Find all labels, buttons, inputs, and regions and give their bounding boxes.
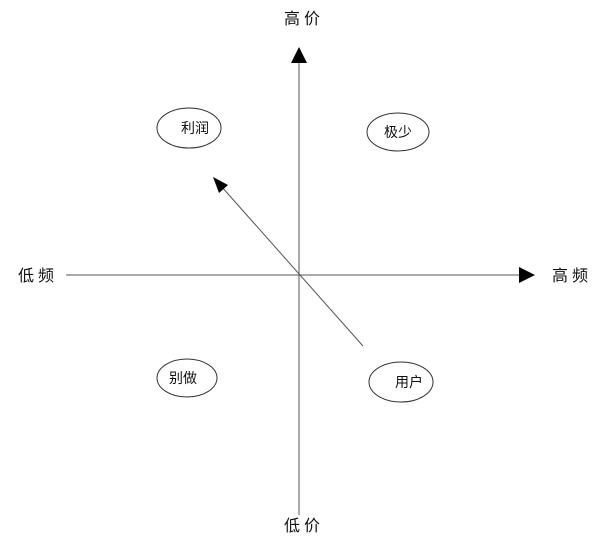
axis-label-high-frequency: 高频 [552,266,592,285]
axis-label-low-price: 低价 [284,516,324,535]
quadrant-bottom-left: 别做 [156,358,218,398]
flow-arrow-line [220,185,364,347]
quadrant-label-profit: 利润 [181,121,209,137]
quadrant-label-users: 用户 [395,374,423,391]
axis-label-high-price: 高价 [284,9,324,28]
vertical-axis-arrow-up [291,47,307,63]
quadrant-bottom-right: 用户 [368,361,434,403]
quadrant-bubble [368,361,434,403]
quadrant-top-left: 利润 [156,107,222,149]
quadrant-top-right: 极少 [366,112,430,152]
quadrant-bubble [366,112,430,152]
axis-label-low-frequency: 低频 [18,266,58,285]
quadrant-bubble [156,358,218,398]
quadrant-bubble [156,107,222,149]
quadrant-label-dont-do: 别做 [169,371,197,387]
horizontal-axis-arrow-right [519,267,535,283]
quadrant-label-rare: 极少 [384,125,412,141]
flow-arrow-head [213,177,228,193]
